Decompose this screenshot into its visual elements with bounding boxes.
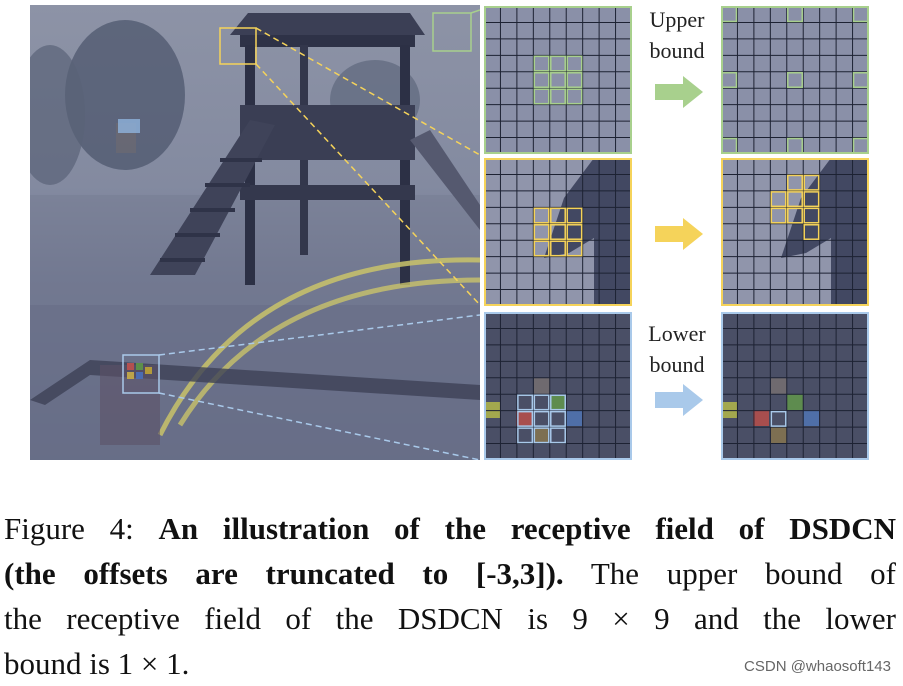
- yellow-panel-output: [721, 158, 869, 306]
- green-arrow-icon: [655, 76, 703, 108]
- green-panel-input: [484, 6, 632, 154]
- figure-caption: Figure 4: An illustration of the recepti…: [4, 506, 896, 686]
- caption-line-3: the receptive field of the DSDCN is 9 × …: [4, 601, 896, 636]
- yellow-panel-input: [484, 158, 632, 306]
- watermark: CSDN @whaosoft143: [744, 658, 891, 675]
- caption-line-2: (the offsets are truncated to [-3,3]). T…: [4, 556, 896, 591]
- blue-arrow-icon: [655, 384, 703, 416]
- playground-photo: [30, 5, 480, 460]
- blue-panel-lower-bound: [721, 312, 869, 460]
- caption-line-1: Figure 4: An illustration of the recepti…: [4, 511, 896, 546]
- upper-bound-label: Upper bound: [649, 7, 705, 63]
- lower-bound-label: Lower bound: [648, 321, 706, 377]
- caption-line-4: bound is 1 × 1.: [4, 646, 190, 681]
- yellow-arrow-icon: [655, 218, 703, 250]
- green-panel-upper-bound: [721, 6, 869, 154]
- blue-panel-input: [484, 312, 632, 460]
